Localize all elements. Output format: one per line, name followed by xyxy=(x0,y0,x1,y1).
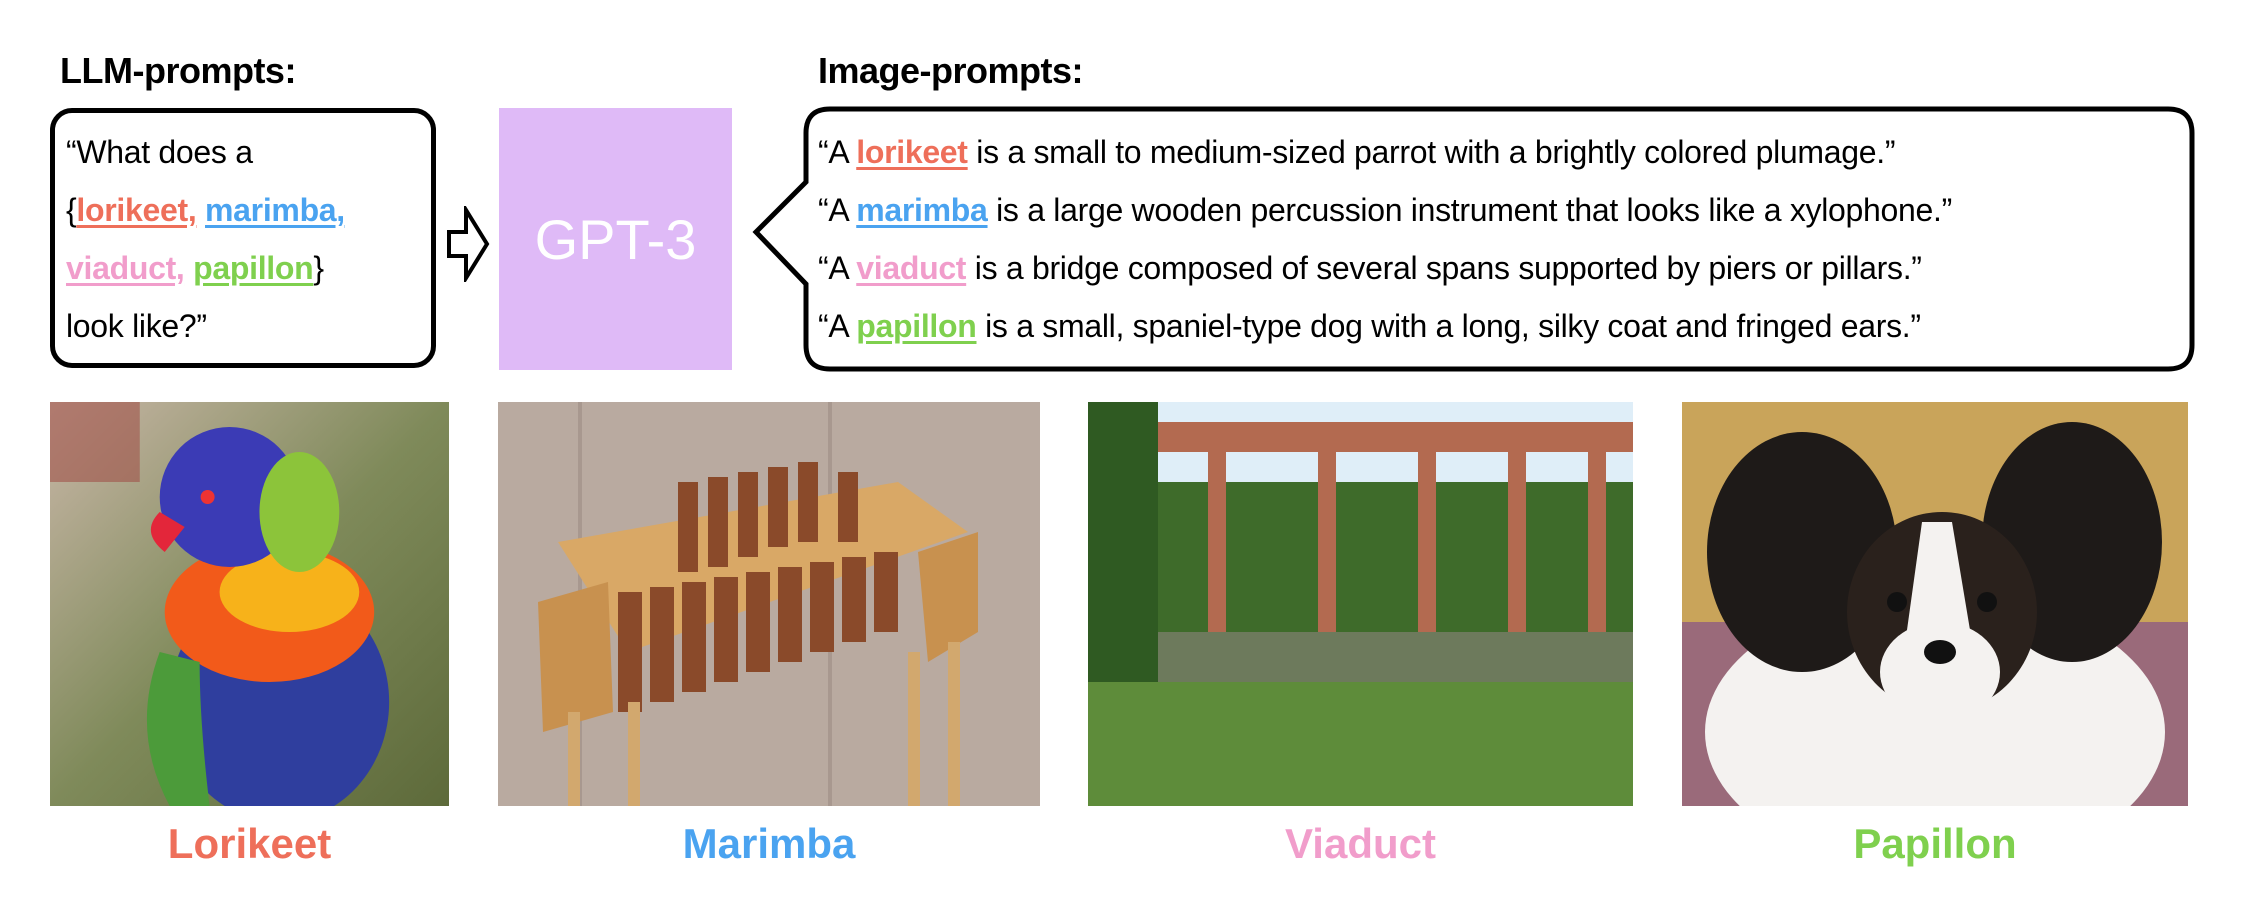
brace: { xyxy=(66,192,77,228)
image-prompt-lorikeet: “A lorikeet is a small to medium-sized p… xyxy=(818,134,1896,170)
lorikeet-label: Lorikeet xyxy=(167,820,332,867)
keyword-marimba: marimba, xyxy=(205,192,345,228)
image-prompt-viaduct: “A viaduct is a bridge composed of sever… xyxy=(818,250,1922,286)
image-prompt-papillon: “A papillon is a small, spaniel-type dog… xyxy=(818,308,1921,344)
keyword-papillon: papillon xyxy=(856,308,977,344)
marimba-image xyxy=(498,402,1040,806)
keyword-viaduct: viaduct xyxy=(856,250,967,286)
keyword-lorikeet: lorikeet xyxy=(856,134,968,170)
lorikeet-image xyxy=(50,402,449,806)
llm-prompt-line-1: “What does a xyxy=(66,134,253,170)
papillon-label: Papillon xyxy=(1853,820,2017,867)
llm-prompt-box xyxy=(50,108,436,368)
keyword-viaduct: viaduct, xyxy=(66,250,185,286)
marimba-label: Marimba xyxy=(682,820,856,867)
brace: } xyxy=(313,250,324,286)
speech-bubble xyxy=(752,106,2195,372)
image-prompts-title: Image-prompts: xyxy=(818,50,1084,91)
llm-prompt-line-3: viaduct, papillon} xyxy=(66,250,324,287)
gpt3-model-block: GPT-3 xyxy=(499,108,732,370)
image-prompt-marimba: “A marimba is a large wooden percussion … xyxy=(818,192,1952,228)
keyword-papillon: papillon xyxy=(193,250,314,286)
llm-prompt-line-2: {lorikeet, marimba, xyxy=(66,192,345,229)
keyword-marimba: marimba xyxy=(856,192,988,228)
viaduct-label: Viaduct xyxy=(1285,820,1436,867)
gpt3-label: GPT-3 xyxy=(534,207,697,271)
papillon-image xyxy=(1682,402,2188,806)
right-arrow-icon xyxy=(447,206,490,282)
keyword-lorikeet: lorikeet, xyxy=(76,192,197,228)
llm-prompt-line-4: look like?” xyxy=(66,308,207,344)
viaduct-image xyxy=(1088,402,1633,806)
llm-prompts-title: LLM-prompts: xyxy=(60,50,296,91)
